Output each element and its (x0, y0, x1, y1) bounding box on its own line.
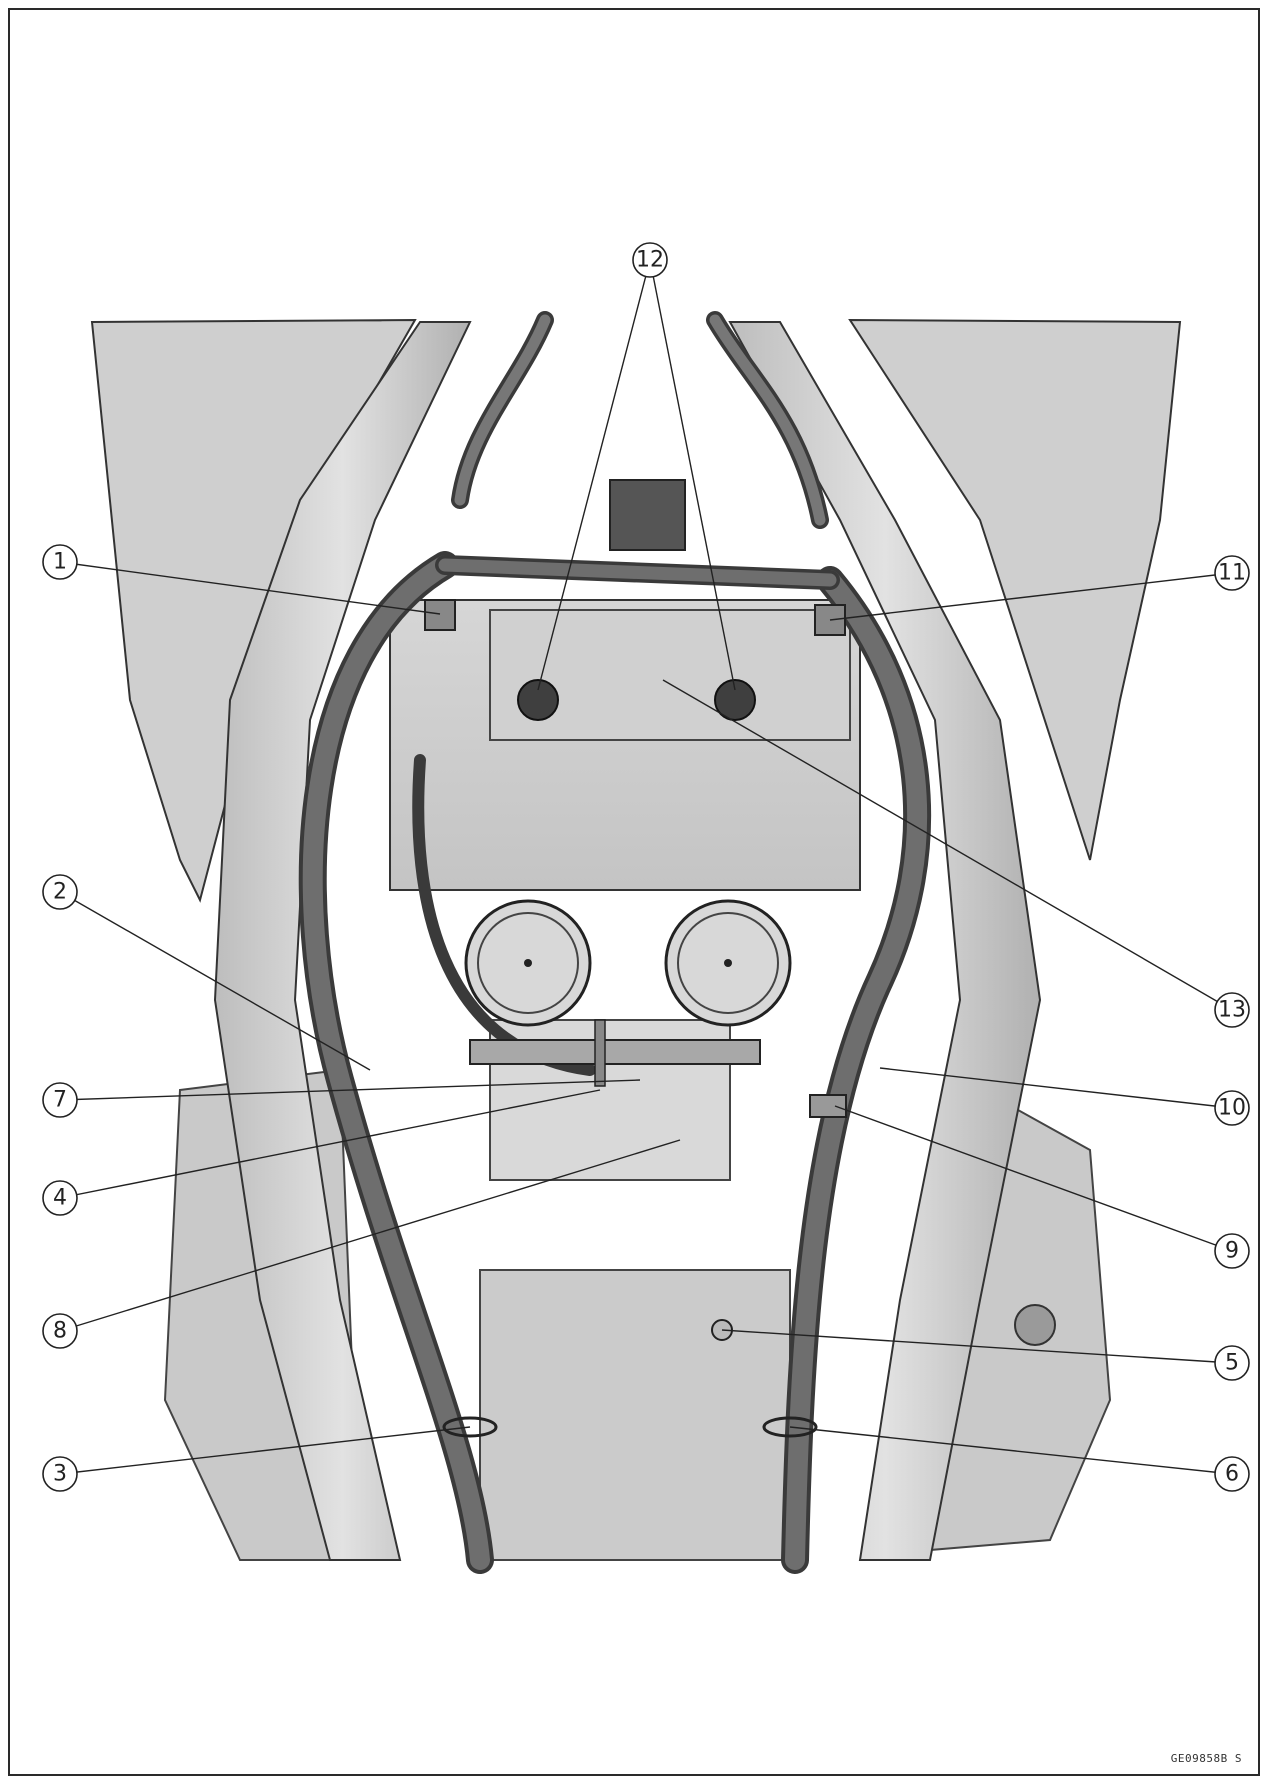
callout-number: 11 (1218, 561, 1246, 586)
callout-circle (42, 1456, 78, 1492)
callout-circle (42, 544, 78, 580)
connector-right (809, 1094, 847, 1118)
fairing-right (848, 318, 1182, 861)
engine-block (389, 479, 861, 1561)
callout-1: 1 (42, 544, 78, 580)
callout-circle (1214, 1345, 1250, 1381)
callout-circle (1214, 1456, 1250, 1492)
callout-10: 10 (1214, 1090, 1250, 1126)
callout-number: 10 (1218, 1096, 1246, 1121)
callout-9: 9 (1214, 1233, 1250, 1269)
fairing-left (90, 318, 417, 903)
callout-number: 5 (1225, 1351, 1239, 1376)
harness-clamp-left-upper (424, 599, 456, 631)
callout-number: 6 (1225, 1462, 1239, 1487)
callout-number: 12 (636, 248, 664, 273)
throttle-body-left (464, 899, 592, 1027)
callout-number: 8 (53, 1319, 67, 1344)
callout-number: 3 (53, 1462, 67, 1487)
callout-11: 11 (1214, 555, 1250, 591)
callout-number: 4 (53, 1186, 67, 1211)
callout-8: 8 (42, 1313, 78, 1349)
callout-number: 2 (53, 880, 67, 905)
callout-circle (632, 242, 668, 278)
callout-circle (1214, 992, 1250, 1028)
harness-band-left-lower (442, 1416, 498, 1438)
main-harness (298, 311, 932, 1574)
callout-circle (42, 1180, 78, 1216)
callout-circle (42, 1082, 78, 1118)
callout-circle (1214, 1090, 1250, 1126)
harness-band-right-lower (762, 1416, 818, 1438)
callout-number: 9 (1225, 1239, 1239, 1264)
ignition-coil-left (517, 679, 559, 721)
callout-5: 5 (1214, 1345, 1250, 1381)
callout-circle (42, 874, 78, 910)
callout-12: 12 (632, 242, 668, 278)
callout-4: 4 (42, 1180, 78, 1216)
callout-6: 6 (1214, 1456, 1250, 1492)
leader-lines (59, 259, 1233, 1475)
figure-code: GE09858B S (1170, 1752, 1242, 1765)
callout-2: 2 (42, 874, 78, 910)
callout-13: 13 (1214, 992, 1250, 1028)
frame-rail-left (213, 321, 472, 1561)
callout-circle (42, 1313, 78, 1349)
fuel-rail (469, 1019, 761, 1087)
callout-7: 7 (42, 1082, 78, 1118)
callout-3: 3 (42, 1456, 78, 1492)
callout-circle (1214, 1233, 1250, 1269)
frame-rail-right (728, 321, 1042, 1561)
callout-number: 1 (53, 550, 67, 575)
callout-circle (1214, 555, 1250, 591)
throttle-body-right (664, 899, 792, 1027)
callout-number: 7 (53, 1088, 67, 1113)
ignition-coil-right (714, 679, 756, 721)
callout-number: 13 (1218, 998, 1246, 1023)
